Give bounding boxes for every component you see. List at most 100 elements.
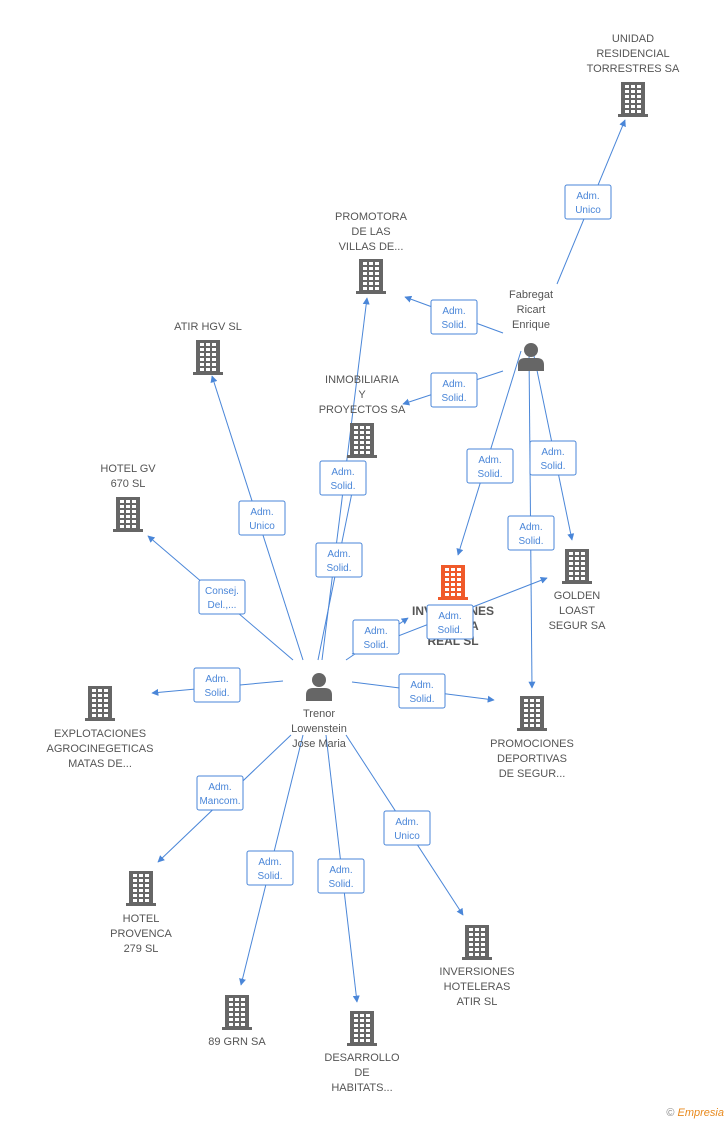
building-icon (193, 340, 223, 375)
edge-label-text: Adm. (250, 507, 273, 518)
edge-label-text: Del.,... (208, 600, 237, 611)
edge-label-text: Solid. (257, 871, 282, 882)
building-icon (618, 82, 648, 117)
edge-label-trenor-desarrollo[interactable]: Adm.Solid. (317, 858, 365, 894)
company-node-desarrollo[interactable]: DESARROLLODEHABITATS... (324, 1011, 400, 1094)
edge-label-fabregat-promotora[interactable]: Adm.Solid. (430, 299, 478, 335)
edge-label-text: Adm. (442, 379, 465, 390)
node-label: Fabregat (509, 289, 553, 301)
edge-label-trenor-explotaciones[interactable]: Adm. Solid. (193, 667, 241, 703)
building-icon (438, 565, 468, 600)
edge-label-fabregat-inversiones_villena[interactable]: Adm.Solid. (466, 448, 514, 484)
node-label: DE (354, 1067, 369, 1079)
edge-label-trenor-grn89[interactable]: Adm. Solid. (246, 850, 294, 886)
edge-label-text: Unico (249, 521, 275, 532)
edge-label-trenor-inv_hoteleras[interactable]: Adm. Unico (383, 810, 431, 846)
node-label: ATIR SL (457, 996, 498, 1008)
edge-label-text: Adm. (519, 522, 542, 533)
edge-label-fabregat-promociones[interactable]: Adm. Solid. (507, 515, 555, 551)
person-icon (518, 343, 544, 371)
node-label: HOTEL (123, 913, 160, 925)
node-label: MATAS DE... (68, 758, 132, 770)
company-node-unidad[interactable]: UNIDAD RESIDENCIAL TORRESTRES SA (587, 33, 680, 117)
edge-label-text: Solid. (437, 625, 462, 636)
edge-label-text: Unico (575, 205, 601, 216)
person-icon (306, 673, 332, 701)
building-icon (113, 497, 143, 532)
node-label: 89 GRN SA (208, 1036, 266, 1048)
node-label: 670 SL (111, 478, 146, 490)
company-node-atir_hgv[interactable]: ATIR HGV SL (174, 321, 242, 375)
edge-label-text: Solid. (330, 481, 355, 492)
watermark: © Empresia (666, 1107, 724, 1119)
node-label: AGROCINEGETICAS (47, 743, 154, 755)
edge-label-trenor-promotora[interactable]: Adm. Solid. (315, 542, 363, 578)
edge-label-trenor-atir_hgv[interactable]: Adm. Unico (238, 500, 286, 536)
company-node-explotaciones[interactable]: EXPLOTACIONES AGROCINEGETICAS MATAS DE... (47, 686, 154, 770)
node-label: VILLAS DE... (339, 241, 404, 253)
building-icon (126, 871, 156, 906)
edge-label-trenor-hotel_gv[interactable]: Consej. Del.,... (198, 579, 246, 615)
edge-labels-layer: Adm.UnicoAdm.Solid.Adm.Solid.Adm.Solid.A… (193, 184, 612, 894)
node-label: UNIDAD (612, 33, 654, 45)
node-label: Ricart (517, 304, 546, 316)
edge-label-text: Solid. (540, 461, 565, 472)
node-label: DE SEGUR... (499, 768, 566, 780)
edge-label-text: Adm. (329, 865, 352, 876)
node-label: LOAST (559, 605, 595, 617)
node-label: Lowenstein (291, 723, 347, 735)
building-icon (85, 686, 115, 721)
edge-label-trenor-golden[interactable]: Adm.Solid. (426, 604, 474, 640)
edge-label-text: Solid. (326, 563, 351, 574)
edge-label-text: Adm. (205, 674, 228, 685)
edge-label-text: Adm. (327, 549, 350, 560)
node-label: INVERSIONES (439, 966, 514, 978)
edge-label-text: Mancom. (199, 796, 240, 807)
edge-label-trenor-hotel_provenca[interactable]: Adm. Mancom. (196, 775, 244, 811)
node-label: SEGUR SA (549, 620, 607, 632)
edge-label-text: Solid. (441, 320, 466, 331)
node-label: Enrique (512, 319, 550, 331)
building-icon (562, 549, 592, 584)
edge-label-trenor-inmobiliaria[interactable]: Adm. Solid. (319, 460, 367, 496)
copyright-icon: © (666, 1107, 675, 1119)
node-label: RESIDENCIAL (596, 48, 669, 60)
node-label: INMOBILIARIA (325, 374, 400, 386)
edge-label-trenor-inversiones_villena[interactable]: Adm.Solid. (352, 619, 400, 655)
edge-label-trenor-promociones[interactable]: Adm.Solid. (398, 673, 446, 709)
edge-label-text: Solid. (204, 688, 229, 699)
node-label: PROMOTORA (335, 211, 408, 223)
edge-label-text: Consej. (205, 586, 239, 597)
edge-label-text: Adm. (258, 857, 281, 868)
building-icon (347, 1011, 377, 1046)
node-label: 279 SL (124, 943, 159, 955)
edge-label-text: Adm. (395, 817, 418, 828)
building-icon (356, 259, 386, 294)
company-node-grn89[interactable]: 89 GRN SA (208, 995, 266, 1048)
edge-label-fabregat-unidad[interactable]: Adm.Unico (564, 184, 612, 220)
building-icon (462, 925, 492, 960)
node-label: PROVENCA (110, 928, 172, 940)
edge-label-fabregat-golden[interactable]: Adm.Solid. (529, 440, 577, 476)
edge-label-text: Solid. (518, 536, 543, 547)
company-node-hotel_provenca[interactable]: HOTEL PROVENCA 279 SL (110, 871, 173, 955)
node-label: EXPLOTACIONES (54, 728, 146, 740)
edge-label-text: Unico (394, 831, 420, 842)
edge-label-text: Adm. (478, 455, 501, 466)
edge-label-text: Solid. (409, 694, 434, 705)
node-label: DESARROLLO (324, 1052, 400, 1064)
edge-label-text: Adm. (208, 782, 231, 793)
node-label: TORRESTRES SA (587, 63, 680, 75)
node-label: Jose Maria (292, 738, 347, 750)
building-icon (222, 995, 252, 1030)
edge-label-fabregat-inmobiliaria[interactable]: Adm.Solid. (430, 372, 478, 408)
edge-label-text: Adm. (331, 467, 354, 478)
